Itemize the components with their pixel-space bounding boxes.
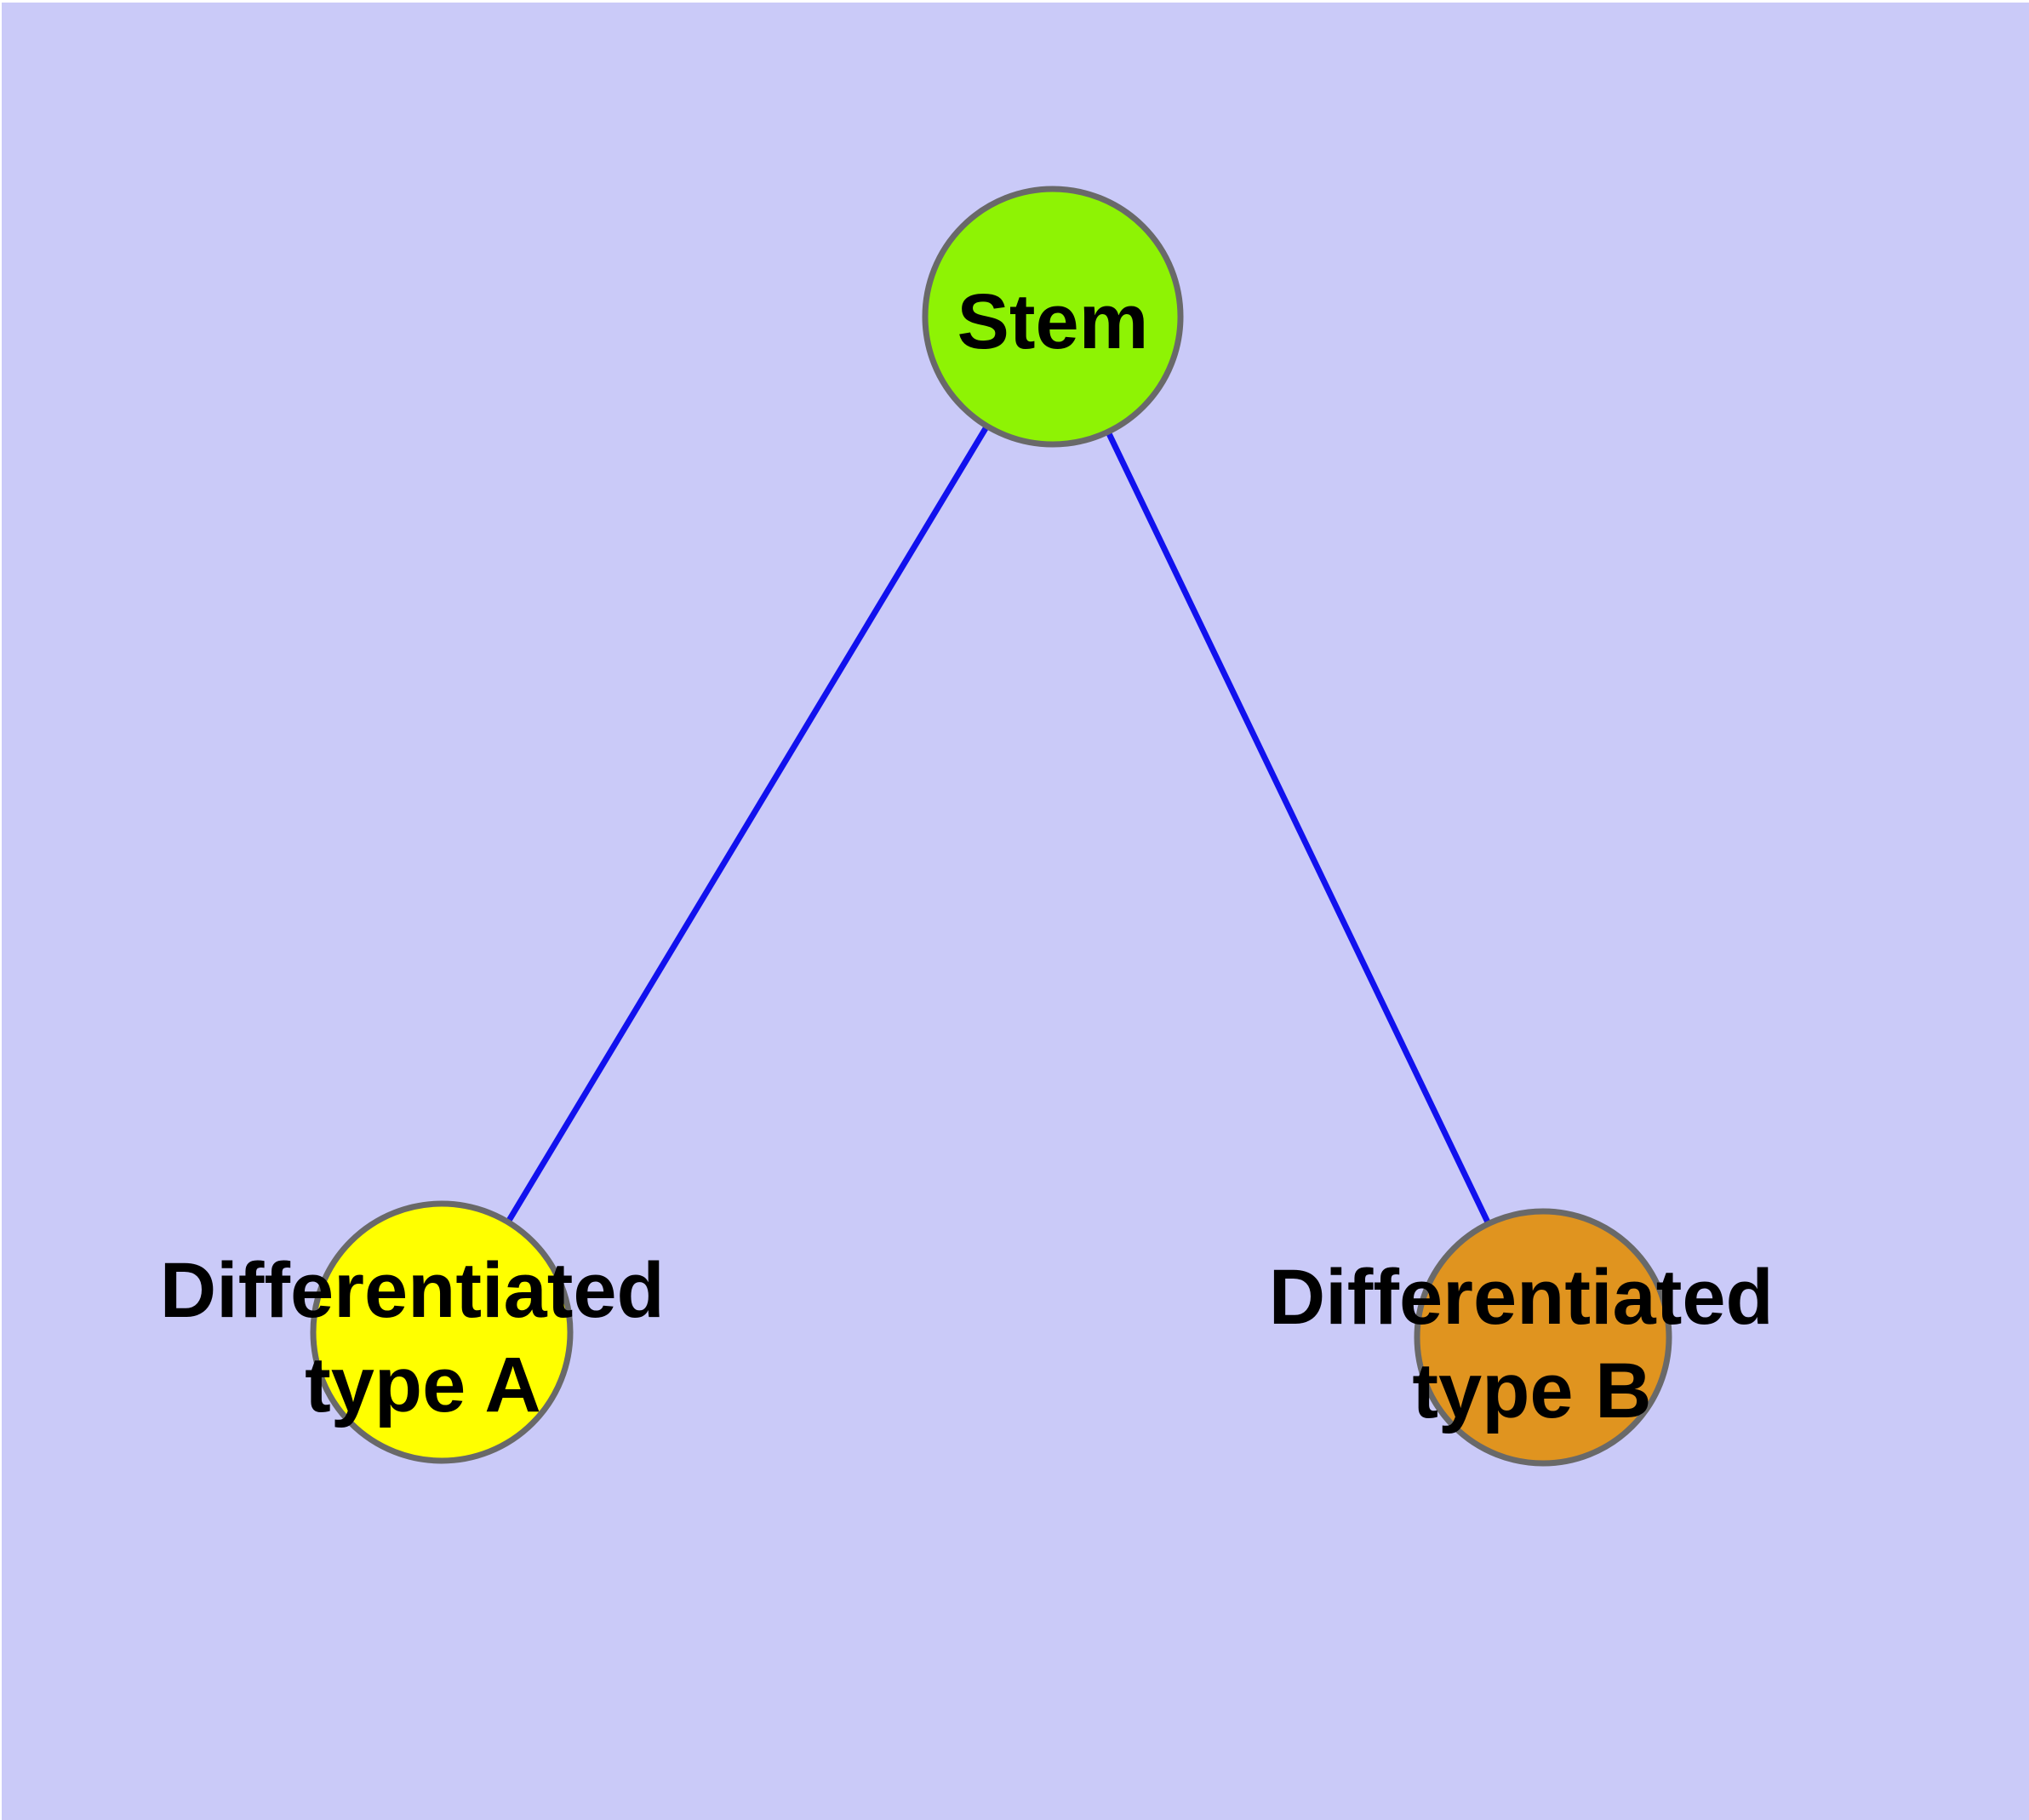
node-differentiated-type-b-label-line2: type B bbox=[1412, 1348, 1651, 1434]
edge-group bbox=[439, 315, 1546, 1339]
node-differentiated-type-b-label-line1: Differentiated bbox=[1269, 1254, 1774, 1341]
node-differentiated-type-a-circle bbox=[310, 1200, 574, 1464]
node-differentiated-type-a-label-line1: Differentiated bbox=[160, 1247, 665, 1334]
node-differentiated-type-a-label: Differentiated type A bbox=[160, 1247, 687, 1428]
node-differentiated-type-b-label: Differentiated type B bbox=[1269, 1254, 1796, 1434]
node-stem-circle bbox=[922, 186, 1184, 448]
node-stem-label: Stem bbox=[957, 278, 1149, 365]
node-differentiated-type-b-circle bbox=[1414, 1208, 1672, 1467]
node-differentiated-type-a: Differentiated type A bbox=[160, 1200, 687, 1464]
node-stem-label-line: Stem bbox=[957, 278, 1149, 365]
node-stem: Stem bbox=[922, 186, 1184, 448]
edge-stem-to-type-a bbox=[439, 315, 1055, 1334]
node-differentiated-type-b: Differentiated type B bbox=[1269, 1208, 1796, 1467]
node-differentiated-type-a-label-line2: type A bbox=[305, 1342, 541, 1428]
edge-stem-to-type-b bbox=[1049, 315, 1546, 1339]
